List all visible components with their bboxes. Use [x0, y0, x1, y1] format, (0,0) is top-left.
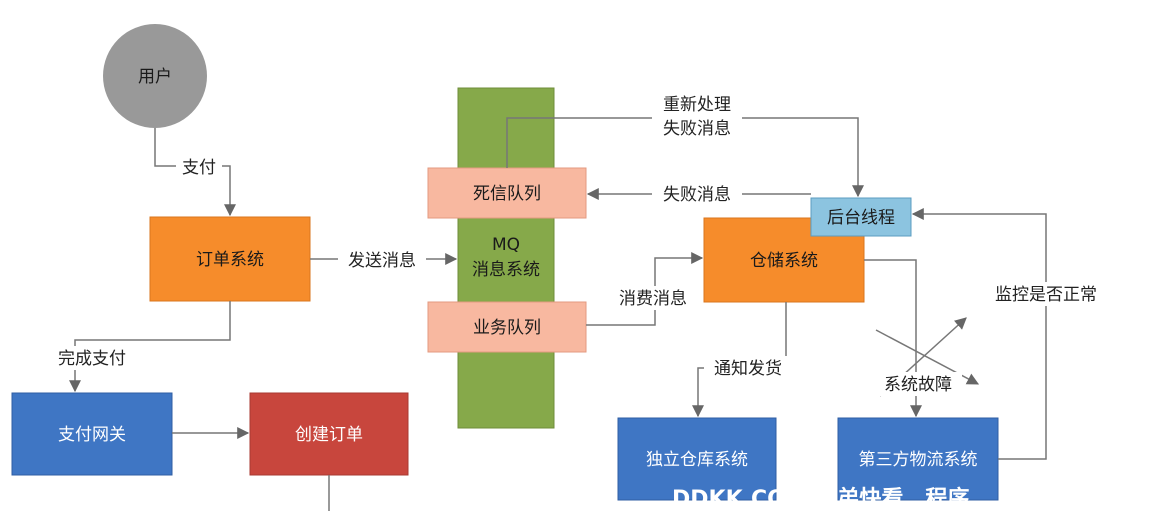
background-thread-label: 后台线程 — [827, 208, 895, 228]
third-party-logistics-label: 第三方物流系统 — [859, 450, 978, 470]
dead-letter-queue-node: 死信队列 — [427, 167, 587, 219]
edge-label-send-message: 发送消息 — [348, 251, 416, 271]
independent-warehouse-node: 独立仓库系统 — [617, 417, 777, 501]
mq-system-node: MQ 消息系统 — [457, 87, 555, 429]
background-thread-node: 后台线程 — [810, 197, 912, 237]
edge-label-notify-shipping: 通知发货 — [714, 359, 782, 379]
edge-label-reprocess-line2: 失败消息 — [663, 119, 731, 139]
user-node: 用户 — [103, 24, 207, 128]
edge-label-monitor: 监控是否正常 — [995, 285, 1097, 305]
order-system-label: 订单系统 — [196, 250, 264, 270]
payment-gateway-node: 支付网关 — [11, 392, 173, 476]
business-queue-node: 业务队列 — [427, 301, 587, 353]
edge-label-reprocess-line1: 重新处理 — [663, 95, 731, 115]
edge-label-complete-payment: 完成支付 — [58, 349, 126, 369]
dead-letter-queue-label: 死信队列 — [473, 184, 541, 204]
edge-monitor — [911, 208, 1047, 460]
edge-label-pay: 支付 — [182, 158, 216, 178]
payment-gateway-label: 支付网关 — [58, 425, 126, 445]
business-queue-label: 业务队列 — [473, 318, 541, 338]
mq-label-line1: MQ — [492, 235, 520, 255]
mq-label-line2: 消息系统 — [472, 260, 540, 280]
edge-label-system-failure: 系统故障 — [884, 375, 952, 395]
independent-warehouse-label: 独立仓库系统 — [646, 450, 748, 470]
create-order-label: 创建订单 — [295, 425, 363, 445]
third-party-logistics-node: 第三方物流系统 — [837, 417, 999, 501]
edge-label-failed-message: 失败消息 — [663, 185, 731, 205]
user-label: 用户 — [138, 67, 172, 87]
create-order-node: 创建订单 — [249, 392, 409, 476]
order-system-node: 订单系统 — [149, 216, 311, 302]
watermark-text: DDKK.COM 弟弟快看，程序 — [672, 486, 969, 511]
warehouse-system-label: 仓储系统 — [750, 251, 818, 271]
edge-label-consume-message: 消费消息 — [619, 289, 687, 309]
